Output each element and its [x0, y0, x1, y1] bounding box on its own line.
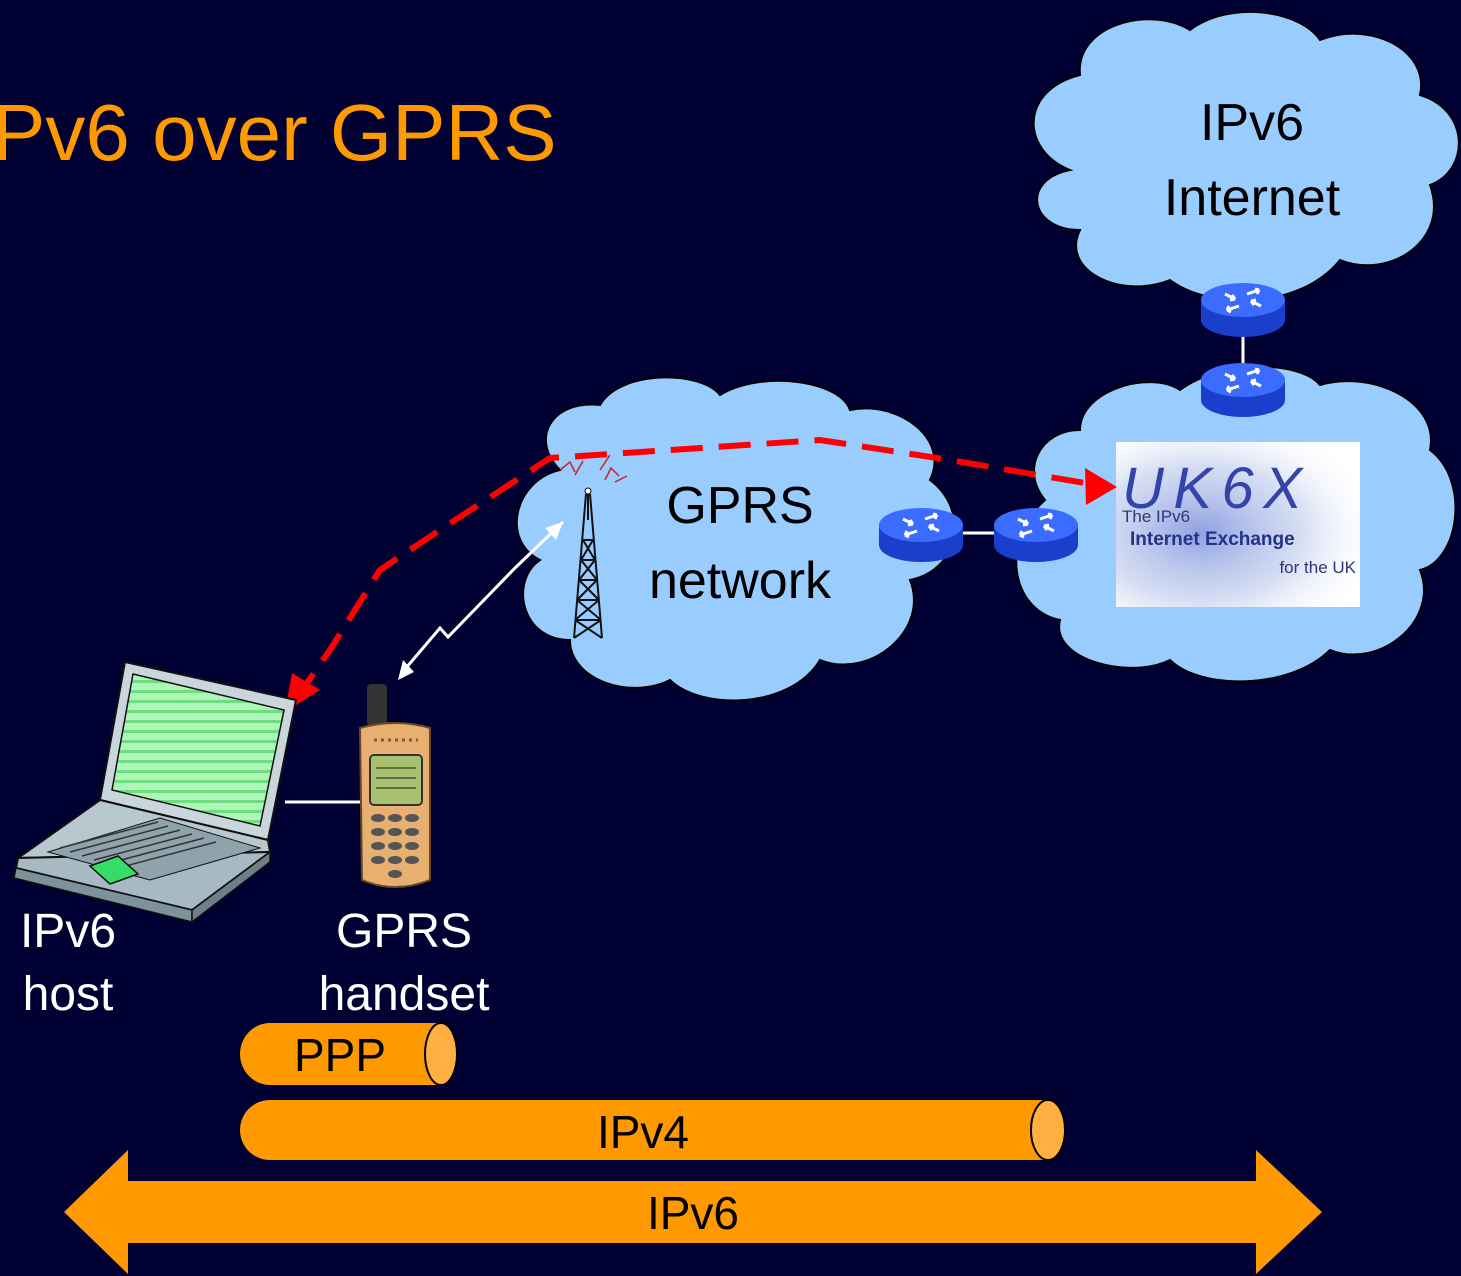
- router-icon: [994, 508, 1078, 562]
- ipv6-path-arrowhead-exchange: [1085, 468, 1117, 505]
- gprs-network-cloud: GPRS network: [515, 376, 956, 702]
- ipv6-arrow-label: IPv6: [647, 1187, 739, 1239]
- ppp-tunnel: PPP: [240, 1022, 458, 1086]
- ipv4-tunnel-label: IPv4: [597, 1106, 689, 1158]
- gprs-cloud-label-line1: GPRS: [666, 477, 813, 535]
- internet-cloud-label-line1: IPv6: [1200, 94, 1304, 152]
- handset-label-line1: GPRS: [336, 905, 472, 958]
- uk6x-line3: for the UK: [1279, 558, 1356, 577]
- gprs-cloud-label-line2: network: [649, 552, 832, 610]
- mobile-phone-icon: [358, 684, 431, 888]
- host-label-line2: host: [23, 968, 114, 1021]
- router-icon: [1201, 363, 1285, 417]
- radio-tower-icon: [559, 454, 628, 639]
- laptop-icon: [13, 660, 298, 924]
- uk6x-line1: The IPv6: [1122, 507, 1190, 526]
- ipv4-tunnel: IPv4: [240, 1099, 1066, 1161]
- internet-cloud-label-line2: Internet: [1164, 169, 1341, 227]
- uk6x-line2: Internet Exchange: [1130, 529, 1295, 550]
- router-icon: [1201, 283, 1285, 337]
- page-title: Pv6 over GPRS: [0, 88, 557, 177]
- ipv6-path-arrow: [292, 436, 1086, 702]
- host-label-line1: IPv6: [20, 905, 116, 958]
- ipv6-end-to-end-arrow: IPv6: [64, 1150, 1322, 1274]
- wireless-link-arrowhead-top: [545, 522, 563, 540]
- wireless-link-arrow: [404, 520, 565, 669]
- wireless-link-arrowhead-bottom: [398, 660, 414, 680]
- router-icon: [879, 508, 963, 562]
- ipv6-internet-cloud: IPv6 Internet: [1032, 10, 1460, 302]
- ppp-tunnel-label: PPP: [294, 1029, 386, 1081]
- uk6x-logo: UK6X The IPv6 Internet Exchange for the …: [1116, 442, 1360, 607]
- handset-label-line2: handset: [319, 968, 490, 1021]
